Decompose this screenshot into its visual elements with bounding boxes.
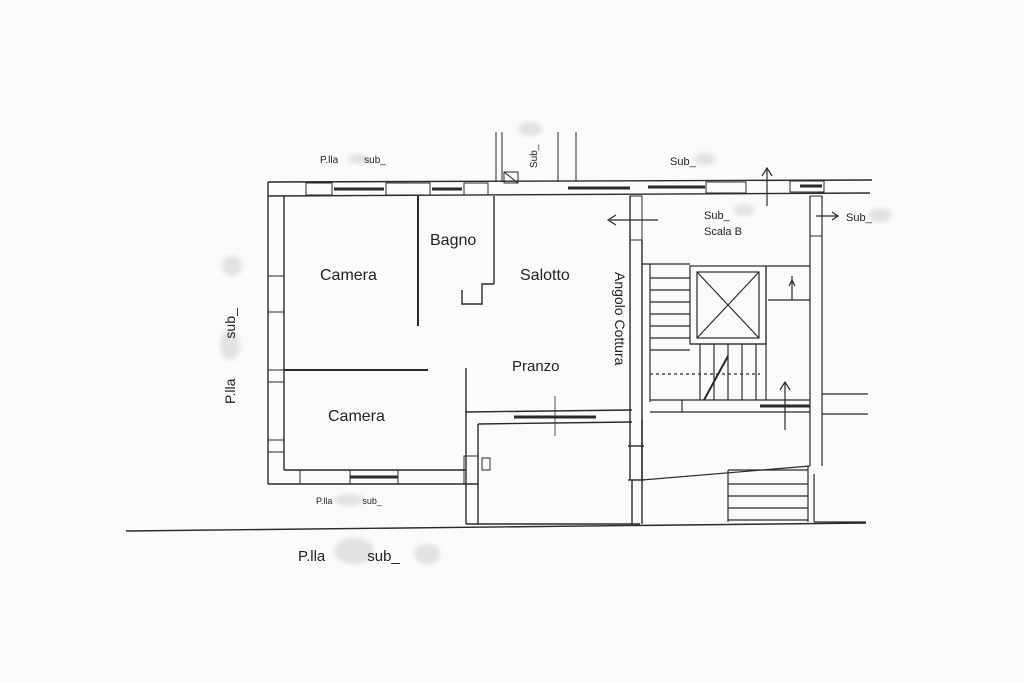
redaction-mark [694, 153, 716, 165]
room-label-pranzo: Pranzo [512, 358, 560, 375]
top-windows [334, 184, 822, 191]
room-label-camera-bottom: Camera [328, 408, 385, 425]
room-label-bagno: Bagno [430, 232, 477, 249]
room-label-angolo-cottura: Angolo Cottura [612, 272, 628, 366]
outer-walls [267, 179, 873, 485]
redaction-mark [414, 544, 440, 564]
redaction-mark [868, 208, 892, 222]
sub-label-scala: Sub_ [704, 210, 730, 222]
sub-label-top-right: Sub_ [670, 156, 696, 168]
redaction-mark [222, 256, 242, 276]
interior-walls [284, 195, 644, 525]
parcel-label-left: P.llasub_ [222, 308, 238, 404]
scala-b-label: Scala B [704, 226, 742, 238]
redaction-mark [334, 538, 374, 564]
redaction-mark [734, 204, 754, 216]
redaction-mark [220, 330, 240, 360]
boundary-line [125, 522, 867, 532]
sub-label-top-vertical: Sub_ [529, 144, 540, 168]
stair-core [641, 195, 868, 523]
sub-label-right: Sub_ [846, 212, 872, 224]
direction-arrows [606, 166, 840, 430]
redaction-mark [518, 122, 542, 136]
redaction-mark [348, 154, 370, 164]
room-label-salotto: Salotto [520, 267, 570, 284]
room-label-camera-top: Camera [320, 267, 377, 284]
redaction-mark [334, 494, 364, 506]
